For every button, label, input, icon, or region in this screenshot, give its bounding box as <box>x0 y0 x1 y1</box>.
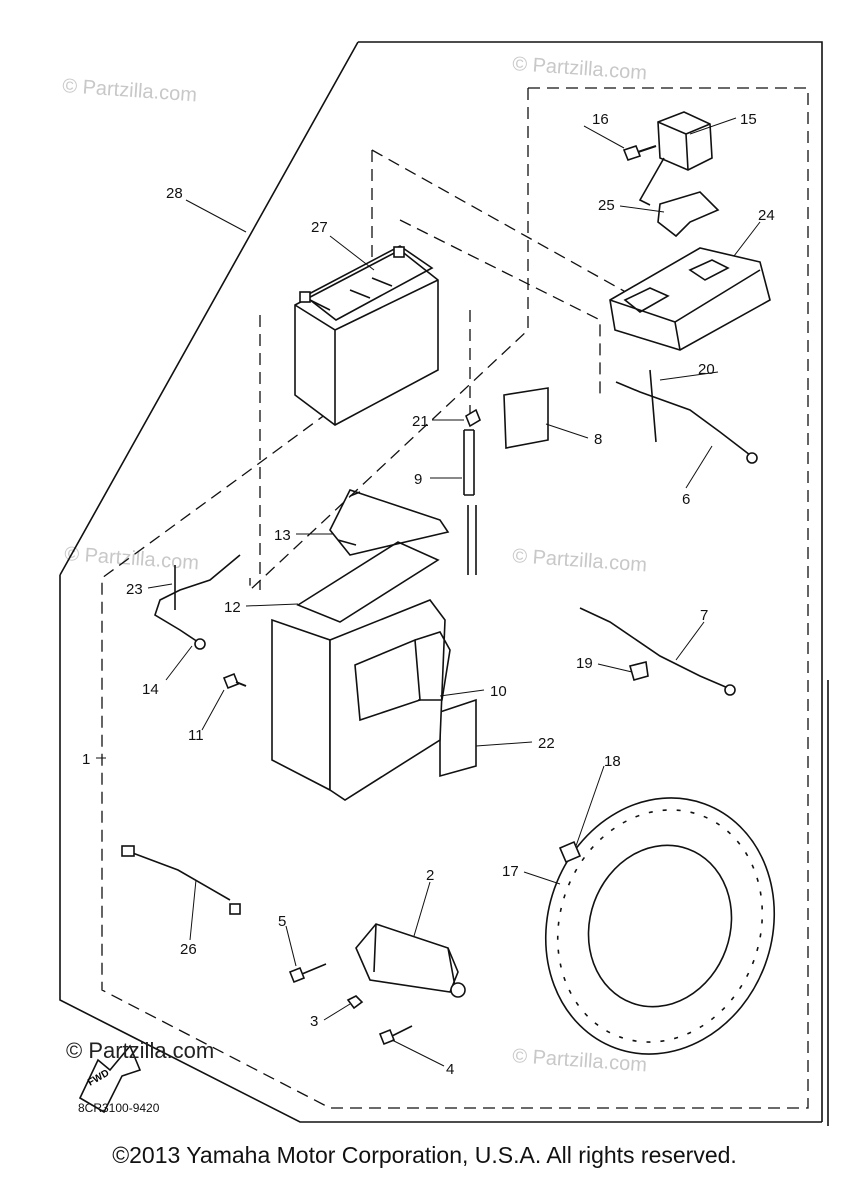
callout-23: 23 <box>126 581 143 598</box>
dashed-boundary-main <box>101 329 809 1109</box>
negative-lead <box>154 554 241 643</box>
breather-hose <box>463 429 477 575</box>
box-bolt <box>222 672 247 690</box>
wire-lead <box>129 851 231 901</box>
callout-10: 10 <box>490 683 507 700</box>
motor-bolt <box>288 963 327 984</box>
starter-disc <box>544 797 776 1055</box>
dashed-boundary-top-right <box>528 87 809 395</box>
rubber-sheet <box>296 541 440 623</box>
plus-lead-holder <box>649 369 657 443</box>
starter-lead <box>579 607 729 689</box>
starter-motor <box>355 923 466 998</box>
plus-lead-terminal <box>746 452 758 464</box>
callout-5: 5 <box>278 913 286 930</box>
battery <box>294 245 439 426</box>
starter-relay <box>638 111 713 206</box>
callout-13: 13 <box>274 527 291 544</box>
watermark-mid-right: © Partzilla.com <box>512 545 648 576</box>
callout-4: 4 <box>446 1061 454 1078</box>
motor-nut <box>346 995 364 1010</box>
callout-20: 20 <box>698 361 715 378</box>
callout-3: 3 <box>310 1013 318 1030</box>
callout-27: 27 <box>311 219 328 236</box>
battery-band <box>329 489 450 556</box>
wire-connector-b <box>229 903 241 915</box>
starter-lead-terminal <box>724 684 736 696</box>
callout-24: 24 <box>758 207 775 224</box>
guide-lines <box>259 149 641 590</box>
callout-26: 26 <box>180 941 197 958</box>
plus-lead <box>615 381 751 456</box>
callout-1: 1 <box>82 751 90 768</box>
parts-diagram: © Partzilla.com © Partzilla.com © Partzi… <box>59 41 829 1126</box>
callout-28: 28 <box>166 185 183 202</box>
callout-16: 16 <box>592 111 609 128</box>
callout-12: 12 <box>224 599 241 616</box>
callout-19: 19 <box>576 655 593 672</box>
callout-21: 21 <box>412 413 429 430</box>
callout-17: 17 <box>502 863 519 880</box>
callout-22: 22 <box>538 735 555 752</box>
callout-6: 6 <box>682 491 690 508</box>
callout-25: 25 <box>598 197 615 214</box>
breather-cap <box>465 408 481 428</box>
callout-15: 15 <box>740 111 757 128</box>
leader-lines <box>96 117 761 1067</box>
callout-7: 7 <box>700 607 708 624</box>
callout-14: 14 <box>142 681 159 698</box>
callout-2: 2 <box>426 867 434 884</box>
plate-22 <box>439 698 477 778</box>
dashed-boundary-battery <box>249 88 529 592</box>
relay-bolt <box>622 145 657 161</box>
disc-bolt <box>558 840 582 864</box>
wire-connector-a <box>121 845 135 857</box>
assembly-outline <box>59 41 823 1123</box>
motor-bolt-4 <box>378 1025 413 1046</box>
battery-cover <box>609 247 771 351</box>
copyright-notice: ©2013 Yamaha Motor Corporation, U.S.A. A… <box>112 1142 737 1168</box>
watermark-top-left: © Partzilla.com <box>62 75 198 106</box>
callout-18: 18 <box>604 753 621 770</box>
plate-8 <box>503 387 549 449</box>
starter-lead-holder <box>629 661 649 681</box>
diagram-part-code: 8CR3100-9420 <box>78 1101 160 1115</box>
fwd-arrow: FWD <box>78 1044 142 1114</box>
callout-11: 11 <box>188 727 204 744</box>
lead-terminal <box>194 638 206 650</box>
battery-box <box>271 599 451 801</box>
callout-9: 9 <box>414 471 422 488</box>
relay-damper <box>657 191 720 238</box>
watermark-mid-left: © Partzilla.com <box>64 543 200 574</box>
watermark-bottom-left: © Partzilla.com <box>66 1038 214 1063</box>
watermark-top-right: © Partzilla.com <box>512 53 648 84</box>
callout-8: 8 <box>594 431 602 448</box>
